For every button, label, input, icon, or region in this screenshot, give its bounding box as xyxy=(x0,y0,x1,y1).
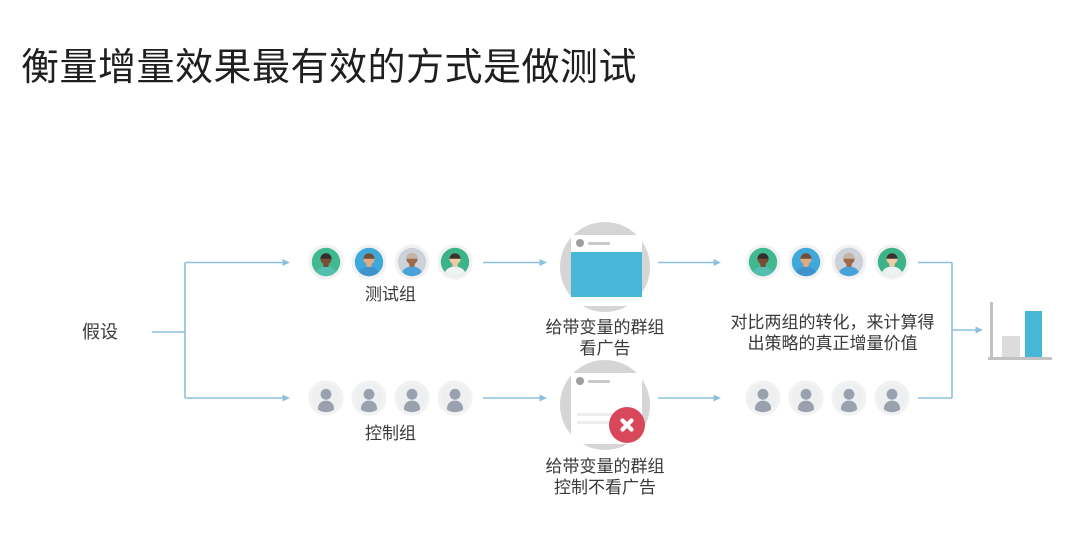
person-silhouette-icon xyxy=(788,380,824,416)
person-silhouette-icon xyxy=(874,380,910,416)
ad-step-caption-line2: 看广告 xyxy=(579,339,631,358)
noad-step-caption-line2: 控制不看广告 xyxy=(554,478,656,497)
person-silhouette-icon xyxy=(351,380,387,416)
person-avatar-icon xyxy=(874,244,910,280)
compare-caption: 对比两组的转化，来计算得 出策略的真正增量价值 xyxy=(705,312,960,354)
person-avatar-icon xyxy=(831,244,867,280)
post-text-line xyxy=(577,421,621,424)
person-silhouette-icon xyxy=(394,380,430,416)
post-text-line xyxy=(577,413,629,416)
person-avatar-icon xyxy=(788,244,824,280)
person-silhouette-icon xyxy=(437,380,473,416)
chart-bar-blue xyxy=(1025,311,1042,357)
test-group-label: 测试组 xyxy=(365,285,416,304)
post-title-line xyxy=(588,380,610,383)
person-avatar-icon xyxy=(437,244,473,280)
chart-x-axis xyxy=(988,357,1052,360)
ad-step-caption: 给带变量的群组 看广告 xyxy=(515,317,695,359)
person-silhouette-icon xyxy=(745,380,781,416)
test-group-avatars xyxy=(308,244,473,280)
ad-post-blocked-icon xyxy=(560,360,650,450)
person-silhouette-icon xyxy=(308,380,344,416)
chart-bar-gray xyxy=(1002,336,1020,357)
control-result-avatars xyxy=(745,380,910,416)
noad-step-caption-line1: 给带变量的群组 xyxy=(545,457,665,476)
x-cross-glyph xyxy=(620,418,634,432)
noad-step-caption: 给带变量的群组 控制不看广告 xyxy=(515,456,695,498)
person-avatar-icon xyxy=(308,244,344,280)
compare-caption-line1: 对比两组的转化，来计算得 xyxy=(730,313,935,332)
hypothesis-label: 假设 xyxy=(82,322,118,342)
ad-creative-area xyxy=(571,252,642,297)
post-avatar-dot-icon xyxy=(576,377,584,385)
ad-step-caption-line1: 给带变量的群组 xyxy=(545,318,665,337)
person-avatar-icon xyxy=(351,244,387,280)
post-avatar-dot-icon xyxy=(576,239,584,247)
control-group-avatars xyxy=(308,380,473,416)
test-result-avatars xyxy=(745,244,910,280)
person-avatar-icon xyxy=(745,244,781,280)
compare-caption-line2: 出策略的真正增量价值 xyxy=(747,334,918,353)
person-avatar-icon xyxy=(394,244,430,280)
control-group-label: 控制组 xyxy=(365,424,416,443)
page-title: 衡量增量效果最有效的方式是做测试 xyxy=(21,47,638,89)
ad-post-card-icon xyxy=(560,222,650,312)
x-circle-icon xyxy=(609,407,645,443)
chart-y-axis xyxy=(990,302,993,360)
post-title-line xyxy=(588,242,610,245)
bar-chart-icon xyxy=(986,298,1054,362)
person-silhouette-icon xyxy=(831,380,867,416)
ad-post-card xyxy=(571,235,642,306)
